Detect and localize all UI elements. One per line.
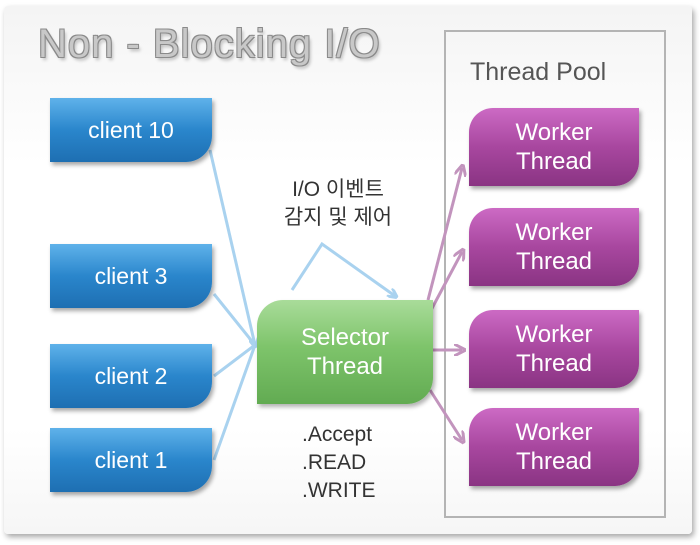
thread-pool-title: Thread Pool (470, 58, 607, 86)
selector-line1: Selector (300, 324, 390, 351)
operations-list: .Accept .READ .WRITE (302, 421, 376, 505)
worker-line2: Thread (515, 448, 593, 475)
worker-line2: Thread (515, 350, 593, 377)
thread-pool-box (444, 30, 666, 518)
worker-line2: Thread (515, 148, 593, 175)
worker-line1: Worker (515, 219, 593, 246)
worker-thread-box-4: Worker Thread (469, 408, 639, 486)
client-label: client 10 (88, 116, 174, 143)
operation-accept: .Accept (302, 423, 373, 446)
page-title: Non - Blocking I/O (38, 22, 381, 66)
arrow-selector-worker2 (428, 252, 462, 313)
io-event-label: I/O 이벤트 감지 및 제어 (268, 176, 408, 232)
client-1-box: client 1 (50, 428, 212, 492)
worker-line2: Thread (515, 248, 593, 275)
io-event-line1: I/O 이벤트 (292, 178, 384, 201)
arrow-client1-selector (212, 344, 257, 461)
client-label: client 2 (94, 362, 168, 389)
client-label: client 3 (94, 262, 168, 289)
worker-line1: Worker (515, 321, 593, 348)
arrow-client3-selector (212, 293, 257, 346)
client-10-box: client 10 (50, 98, 212, 162)
arrow-client10-selector (208, 149, 255, 345)
selector-line2: Thread (306, 353, 384, 380)
io-event-line2: 감지 및 제어 (283, 206, 393, 229)
worker-line1: Worker (515, 119, 593, 146)
worker-line1: Worker (515, 419, 593, 446)
client-3-box: client 3 (50, 244, 212, 308)
worker-thread-box-3: Worker Thread (469, 310, 639, 388)
arrow-client2-selector (213, 343, 256, 378)
worker-thread-box-1: Worker Thread (469, 108, 639, 186)
arrow-selector-worker1 (426, 168, 462, 301)
arrow-selector-worker4 (428, 389, 462, 440)
operation-read: .READ (302, 451, 367, 474)
selector-thread-box: Selector Thread (257, 300, 433, 404)
client-2-box: client 2 (50, 344, 212, 408)
arrow-event-loop (290, 241, 395, 296)
operation-write: .WRITE (302, 479, 376, 502)
worker-thread-box-2: Worker Thread (469, 208, 639, 286)
client-label: client 1 (94, 446, 168, 473)
